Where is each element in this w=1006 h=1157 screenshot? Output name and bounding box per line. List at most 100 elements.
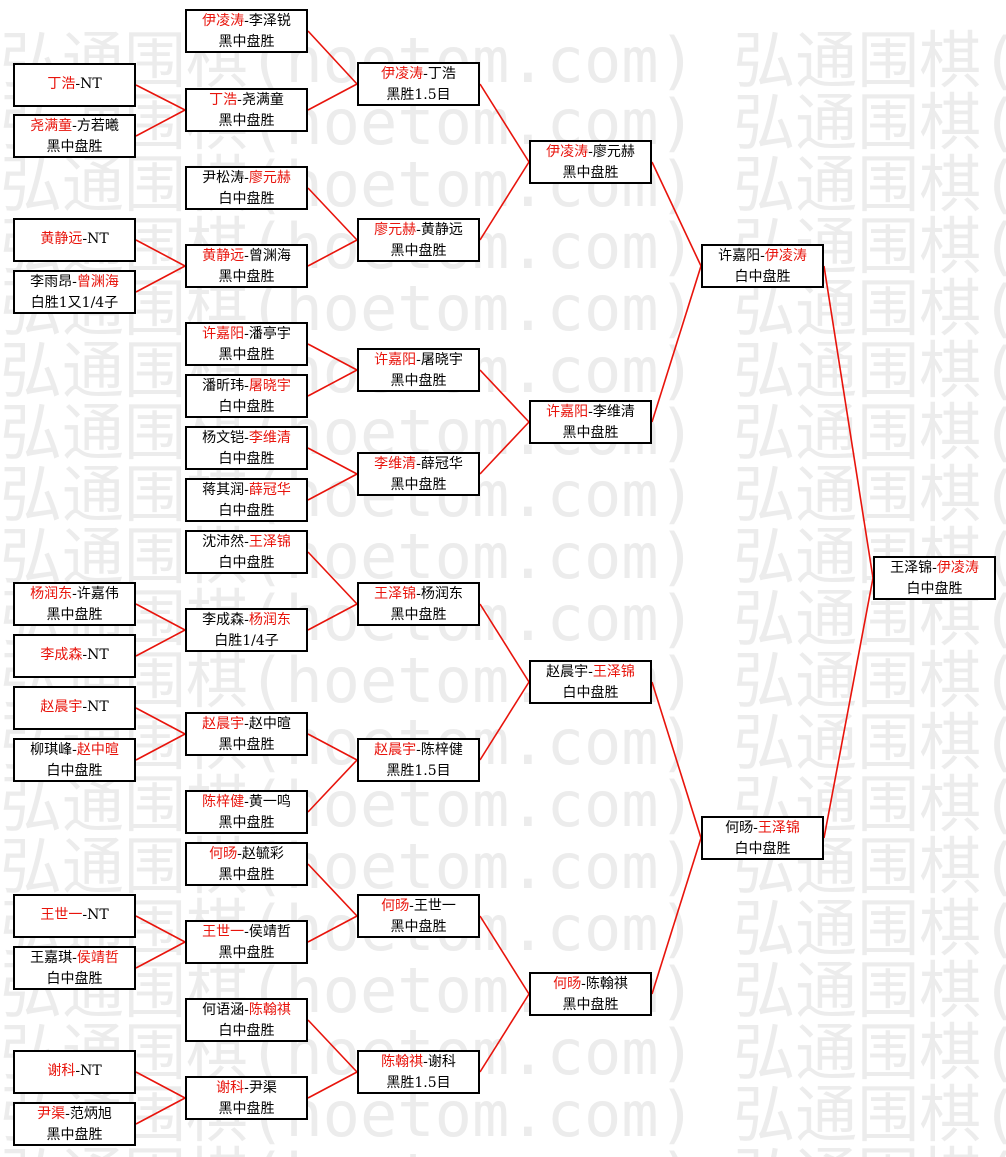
bracket-connector xyxy=(479,421,530,475)
separator: - xyxy=(416,586,421,602)
match-players: 许嘉阳-屠晓宇 xyxy=(359,350,478,371)
separator: - xyxy=(416,222,421,238)
player-2: 伊凌涛 xyxy=(936,560,979,576)
separator: - xyxy=(75,1063,81,1079)
match-players: 赵晨宇-王泽锦 xyxy=(531,662,650,683)
match-box: 柳琪峰-赵中暄白中盘胜 xyxy=(13,738,136,782)
match-result: 白中盘胜 xyxy=(562,685,619,701)
player-2: NT xyxy=(87,699,109,715)
match-result: 黑胜1.5目 xyxy=(386,1075,451,1091)
match-players: 许嘉阳-伊凌涛 xyxy=(703,246,822,267)
separator: - xyxy=(72,586,77,602)
match-players: 李雨昂-曾渊海 xyxy=(15,272,134,293)
separator: - xyxy=(423,1054,428,1070)
bracket-connector xyxy=(135,84,186,111)
player-1: 谢科 xyxy=(216,1080,245,1096)
player-2: 伊凌涛 xyxy=(764,248,807,264)
player-1: 黄静远 xyxy=(40,231,83,247)
match-box: 李雨昂-曾渊海白胜1又1/4子 xyxy=(13,270,136,314)
player-1: 杨润东 xyxy=(30,586,73,602)
match-box: 许嘉阳-伊凌涛白中盘胜 xyxy=(701,244,824,288)
match-result: 黑胜1.5目 xyxy=(386,763,451,779)
match-box: 王泽锦-杨润东黑中盘胜 xyxy=(357,582,480,626)
match-box: 何旸-陈翰祺黑中盘胜 xyxy=(529,972,652,1016)
match-result: 黑中盘胜 xyxy=(218,867,275,883)
player-2: NT xyxy=(87,647,109,663)
separator: - xyxy=(244,170,249,186)
match-result: 黑中盘胜 xyxy=(46,607,103,623)
bracket-connector xyxy=(307,369,358,397)
separator: - xyxy=(244,794,249,810)
bracket-connector xyxy=(135,265,186,293)
bracket-connector xyxy=(135,941,186,969)
match-players: 王世一-NT xyxy=(15,896,134,934)
bracket-connector xyxy=(307,30,358,85)
player-2: 陈翰祺 xyxy=(248,1002,291,1018)
match-players: 陈翰祺-谢科 xyxy=(359,1052,478,1073)
separator: - xyxy=(82,647,88,663)
player-2: 杨润东 xyxy=(248,612,291,628)
player-2: 赵中暄 xyxy=(76,742,119,758)
match-players: 尧满童-方若曦 xyxy=(15,116,134,137)
match-players: 李维清-薛冠华 xyxy=(359,454,478,475)
separator: - xyxy=(244,378,249,394)
match-players: 黄静远-曾渊海 xyxy=(187,246,306,267)
separator: - xyxy=(244,612,249,628)
match-result: 白胜1/4子 xyxy=(214,633,279,649)
player-2: 薛冠华 xyxy=(248,482,291,498)
match-box: 丁浩-NT xyxy=(13,63,136,107)
player-1: 谢科 xyxy=(47,1063,76,1079)
match-box: 李成森-NT xyxy=(13,634,136,678)
player-2: 方若曦 xyxy=(76,118,119,134)
match-players: 李成森-NT xyxy=(15,636,134,674)
player-2: 赵中暄 xyxy=(248,716,291,732)
bracket-connector xyxy=(823,265,874,579)
separator: - xyxy=(72,118,77,134)
match-result: 白中盘胜 xyxy=(218,191,275,207)
match-box: 王世一-侯靖哲黑中盘胜 xyxy=(185,920,308,964)
match-result: 黑胜1.5目 xyxy=(386,87,451,103)
player-2: NT xyxy=(87,907,109,923)
bracket-connector xyxy=(307,1019,358,1073)
player-1: 蒋其润 xyxy=(202,482,245,498)
bracket-connector xyxy=(307,447,358,475)
separator: - xyxy=(244,716,249,732)
match-box: 许嘉阳-李维清黑中盘胜 xyxy=(529,400,652,444)
match-result: 黑中盘胜 xyxy=(562,425,619,441)
bracket-connector xyxy=(307,83,358,111)
separator: - xyxy=(72,742,77,758)
match-result: 白中盘胜 xyxy=(218,1023,275,1039)
match-players: 伊凌涛-李泽锐 xyxy=(187,11,306,32)
match-box: 何旸-王泽锦白中盘胜 xyxy=(701,816,824,860)
match-result: 黑中盘胜 xyxy=(218,347,275,363)
match-players: 许嘉阳-潘亭宇 xyxy=(187,324,306,345)
match-box: 陈翰祺-谢科黑胜1.5目 xyxy=(357,1050,480,1094)
match-players: 赵晨宇-赵中暄 xyxy=(187,714,306,735)
match-result: 白中盘胜 xyxy=(218,503,275,519)
match-players: 杨文铠-李维清 xyxy=(187,428,306,449)
player-1: 杨文铠 xyxy=(202,430,245,446)
match-box: 尹渠-范炳旭黑中盘胜 xyxy=(13,1102,136,1146)
bracket-connector xyxy=(135,603,186,631)
match-result: 黑中盘胜 xyxy=(390,243,447,259)
match-players: 沈沛然-王泽锦 xyxy=(187,532,306,553)
match-box: 黄静远-NT xyxy=(13,218,136,262)
match-box: 陈梓健-黄一鸣黑中盘胜 xyxy=(185,790,308,834)
match-box: 何语涵-陈翰祺白中盘胜 xyxy=(185,998,308,1042)
player-2: 李维清 xyxy=(248,430,291,446)
player-1: 沈沛然 xyxy=(202,534,245,550)
bracket-connector xyxy=(307,915,358,943)
match-box: 杨文铠-李维清白中盘胜 xyxy=(185,426,308,470)
separator: - xyxy=(237,92,242,108)
bracket-connector xyxy=(135,915,186,943)
player-1: 王世一 xyxy=(202,924,245,940)
player-1: 潘昕玮 xyxy=(202,378,245,394)
match-players: 丁浩-尧满童 xyxy=(187,90,306,111)
match-result: 黑中盘胜 xyxy=(46,1127,103,1143)
player-1: 赵晨宇 xyxy=(40,699,83,715)
match-box: 谢科-NT xyxy=(13,1050,136,1094)
bracket-connector xyxy=(479,83,530,163)
match-box: 何旸-赵毓彩黑中盘胜 xyxy=(185,842,308,886)
player-1: 伊凌涛 xyxy=(546,144,589,160)
player-1: 赵晨宇 xyxy=(374,742,417,758)
